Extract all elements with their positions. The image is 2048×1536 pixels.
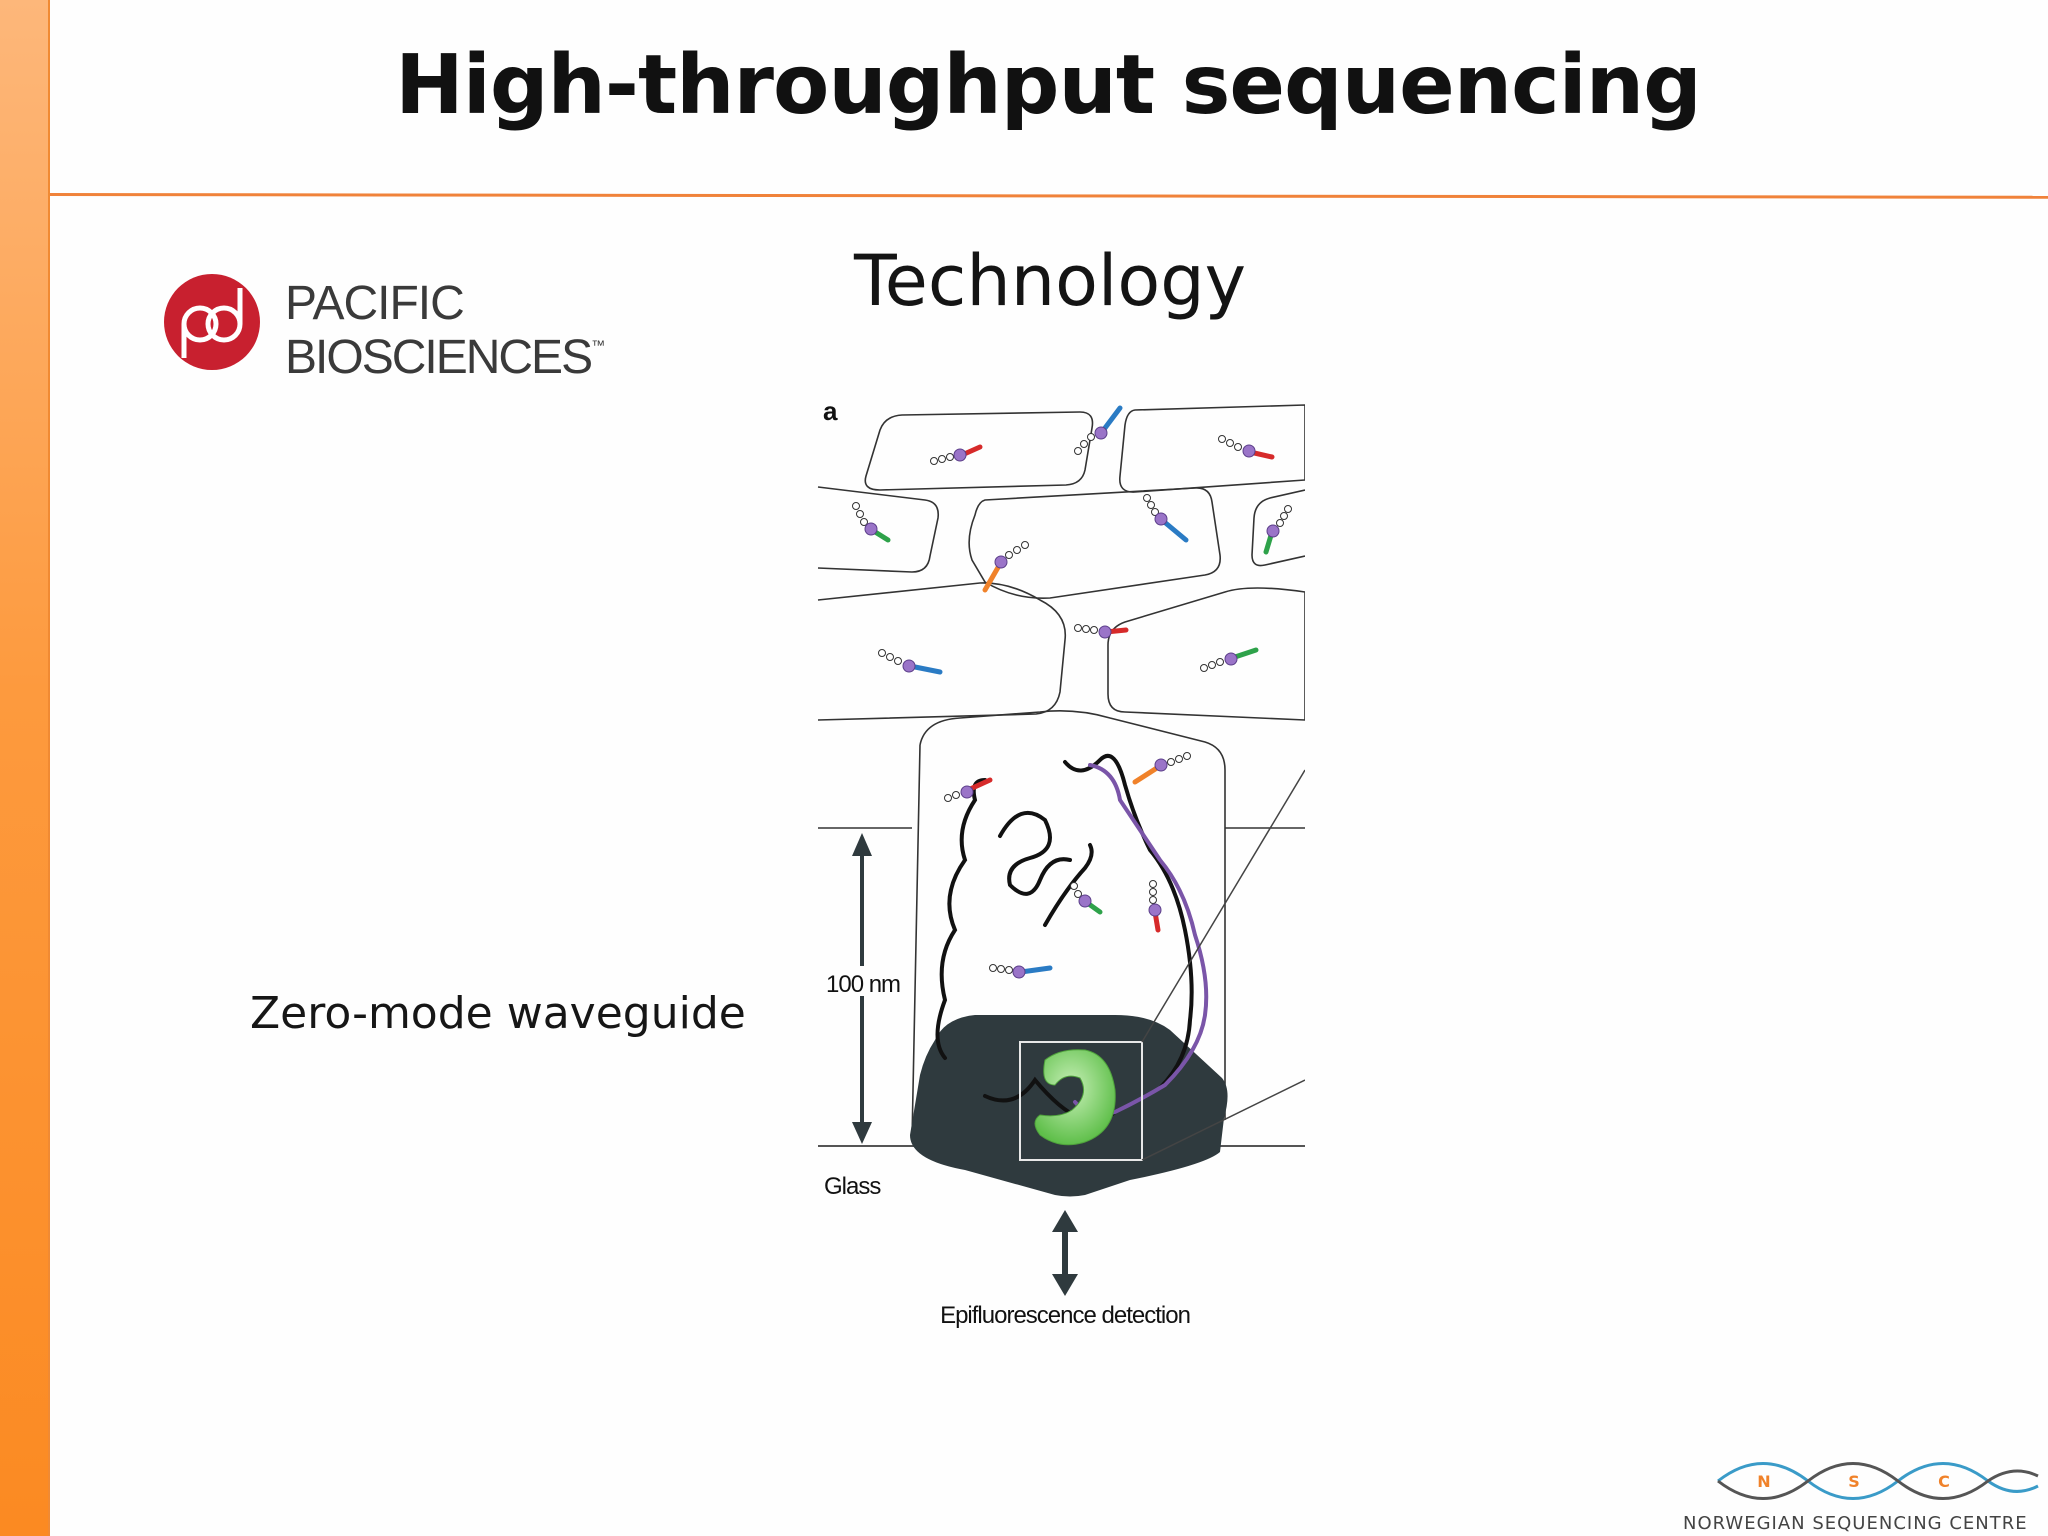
nsc-caption: NORWEGIAN SEQUENCING CENTRE — [1683, 1513, 2028, 1534]
pacbio-logo-wordmark: PACIFIC BIOSCIENCES™ — [285, 277, 605, 384]
trademark-symbol: ™ — [591, 337, 605, 353]
detection-label: Epifluorescence detection — [940, 1302, 1190, 1329]
zmw-label: Zero-mode waveguide — [250, 988, 746, 1039]
scale-label: 100 nm — [826, 971, 900, 998]
zmw-figure: a 100 nm Glass Epifluorescence detection — [817, 396, 1305, 1329]
nsc-logo-icon: N S C — [1717, 1462, 2039, 1500]
nucleotide-marks — [852, 405, 1292, 979]
well-array — [817, 404, 1305, 1141]
slide-subtitle: Technology — [853, 240, 1247, 322]
detection-arrow-icon — [1052, 1210, 1078, 1296]
figure-panel-label: a — [823, 396, 838, 426]
pacbio-logo-line1: PACIFIC — [285, 277, 465, 330]
slide-left-accent-bar — [0, 0, 50, 1536]
glass-label: Glass — [824, 1173, 881, 1200]
pacbio-logo-line2: BIOSCIENCES™ — [285, 331, 605, 384]
title-divider — [49, 193, 2048, 199]
pacbio-logo-icon — [164, 274, 260, 370]
pacbio-logo-line2-text: BIOSCIENCES — [285, 331, 593, 384]
nsc-letter-c: C — [1938, 1472, 1950, 1491]
nsc-letter-n: N — [1757, 1472, 1770, 1491]
nsc-letter-s: S — [1848, 1472, 1860, 1491]
slide-title: High-throughput sequencing — [395, 38, 1702, 133]
